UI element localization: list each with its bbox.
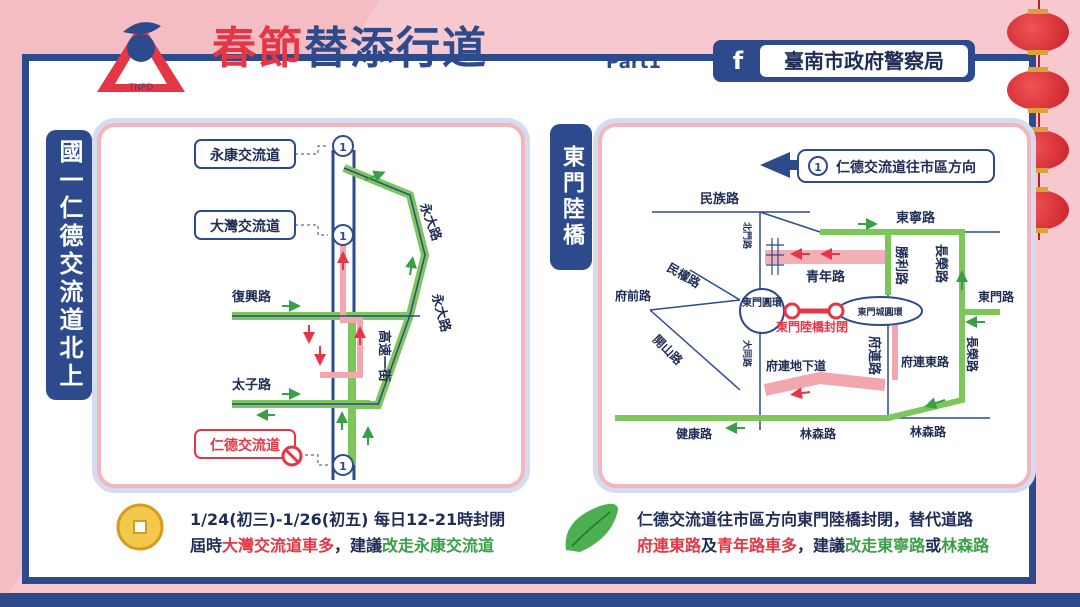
road-jiankang: 健康路 xyxy=(676,426,713,441)
left-note-line1: 1/24(初三)-1/26(初五) 每日12-21時封閉 xyxy=(190,510,506,529)
part-label: Part1 xyxy=(606,52,661,73)
road-fulian-underpass: 府連地下道 xyxy=(766,358,826,373)
svg-text:1: 1 xyxy=(814,161,822,174)
closed-icon xyxy=(827,302,845,320)
road-gaosu: 高速一街 xyxy=(376,330,392,382)
road-dongmen: 東門路 xyxy=(978,289,1015,304)
road-beimen: 北門路 xyxy=(741,222,753,250)
right-note-line2: 府連東路及青年路車多，建議改走東寧路或林森路 xyxy=(637,536,990,555)
closed-icon xyxy=(783,302,801,320)
road-qingnian: 青年路 xyxy=(806,269,846,285)
svg-text:東門圓環: 東門圓環 xyxy=(742,296,783,309)
lantern-icon xyxy=(1007,9,1069,55)
road-fuqian: 府前路 xyxy=(615,288,652,303)
road-minzu: 民族路 xyxy=(700,191,740,207)
leaf-icon xyxy=(565,503,618,552)
road-changrong-2: 長榮路 xyxy=(965,336,980,373)
road-linsen-1: 林森路 xyxy=(800,426,837,441)
right-panel-label: 東門陸橋 xyxy=(550,124,592,270)
svg-text:1: 1 xyxy=(339,460,347,473)
agency-name[interactable]: 臺南市政府警察局 xyxy=(760,45,968,77)
rende-interchange: 仁德交流道 xyxy=(210,437,280,454)
highway-1-icon xyxy=(808,156,828,176)
right-map-panel xyxy=(598,123,1031,488)
lantern-icon xyxy=(1007,67,1069,113)
left-panel-label: 國一仁德交流道北上 xyxy=(46,130,92,400)
gold-coin-icon xyxy=(116,503,164,551)
road-taizi: 太子路 xyxy=(231,377,272,393)
title-red: 春節 xyxy=(212,23,304,74)
dawan-interchange: 大灣交流道 xyxy=(210,218,280,235)
lantern-string xyxy=(1038,0,1040,240)
left-map-panel xyxy=(97,123,525,488)
pink-route xyxy=(320,240,363,378)
bottom-band xyxy=(0,593,1080,607)
closure-label: 東門陸橋封閉 xyxy=(776,319,848,334)
rende-box xyxy=(194,429,296,459)
road-linsen-2: 林森路 xyxy=(910,424,947,439)
svg-text:1: 1 xyxy=(339,230,347,243)
police-logo: TNPD xyxy=(97,22,185,93)
svg-text:1: 1 xyxy=(339,141,347,154)
right-note-line1: 仁德交流道往市區方向東門陸橋封閉，替代道路 xyxy=(637,510,974,529)
railway-icon xyxy=(766,238,784,275)
page-title: 春節替添行道 xyxy=(212,12,488,76)
direction-arrow-icon xyxy=(760,152,800,178)
road-fuliandong: 府連東路 xyxy=(901,354,950,369)
dongmen-castle-label: 東門城圓環 xyxy=(857,306,903,318)
highway-1-icon xyxy=(332,224,354,246)
road-dongning: 東寧路 xyxy=(896,210,936,226)
road-datong: 大同路 xyxy=(741,340,753,368)
pink-route-qingnian xyxy=(765,250,885,264)
pink-route-fulian xyxy=(763,371,886,396)
road-fulian: 府連路 xyxy=(866,336,882,376)
direction-text: 仁德交流道往市區方向 xyxy=(836,159,976,176)
road-fuxing: 復興路 xyxy=(231,289,272,305)
highway-1-icon xyxy=(332,135,354,157)
road-shengli: 勝利路 xyxy=(893,246,909,286)
road-minquan: 民權路 xyxy=(665,260,705,291)
logo-text: TNPD xyxy=(128,83,154,93)
facebook-icon[interactable]: f xyxy=(732,47,744,75)
yongkang-interchange: 永康交流道 xyxy=(209,147,280,164)
title-blue: 替添行道 xyxy=(304,23,488,74)
road-changrong-1: 長榮路 xyxy=(933,244,949,284)
highway-1-icon xyxy=(332,454,354,476)
left-note-line2: 屆時大灣交流道車多，建議改走永康交流道 xyxy=(190,536,495,555)
